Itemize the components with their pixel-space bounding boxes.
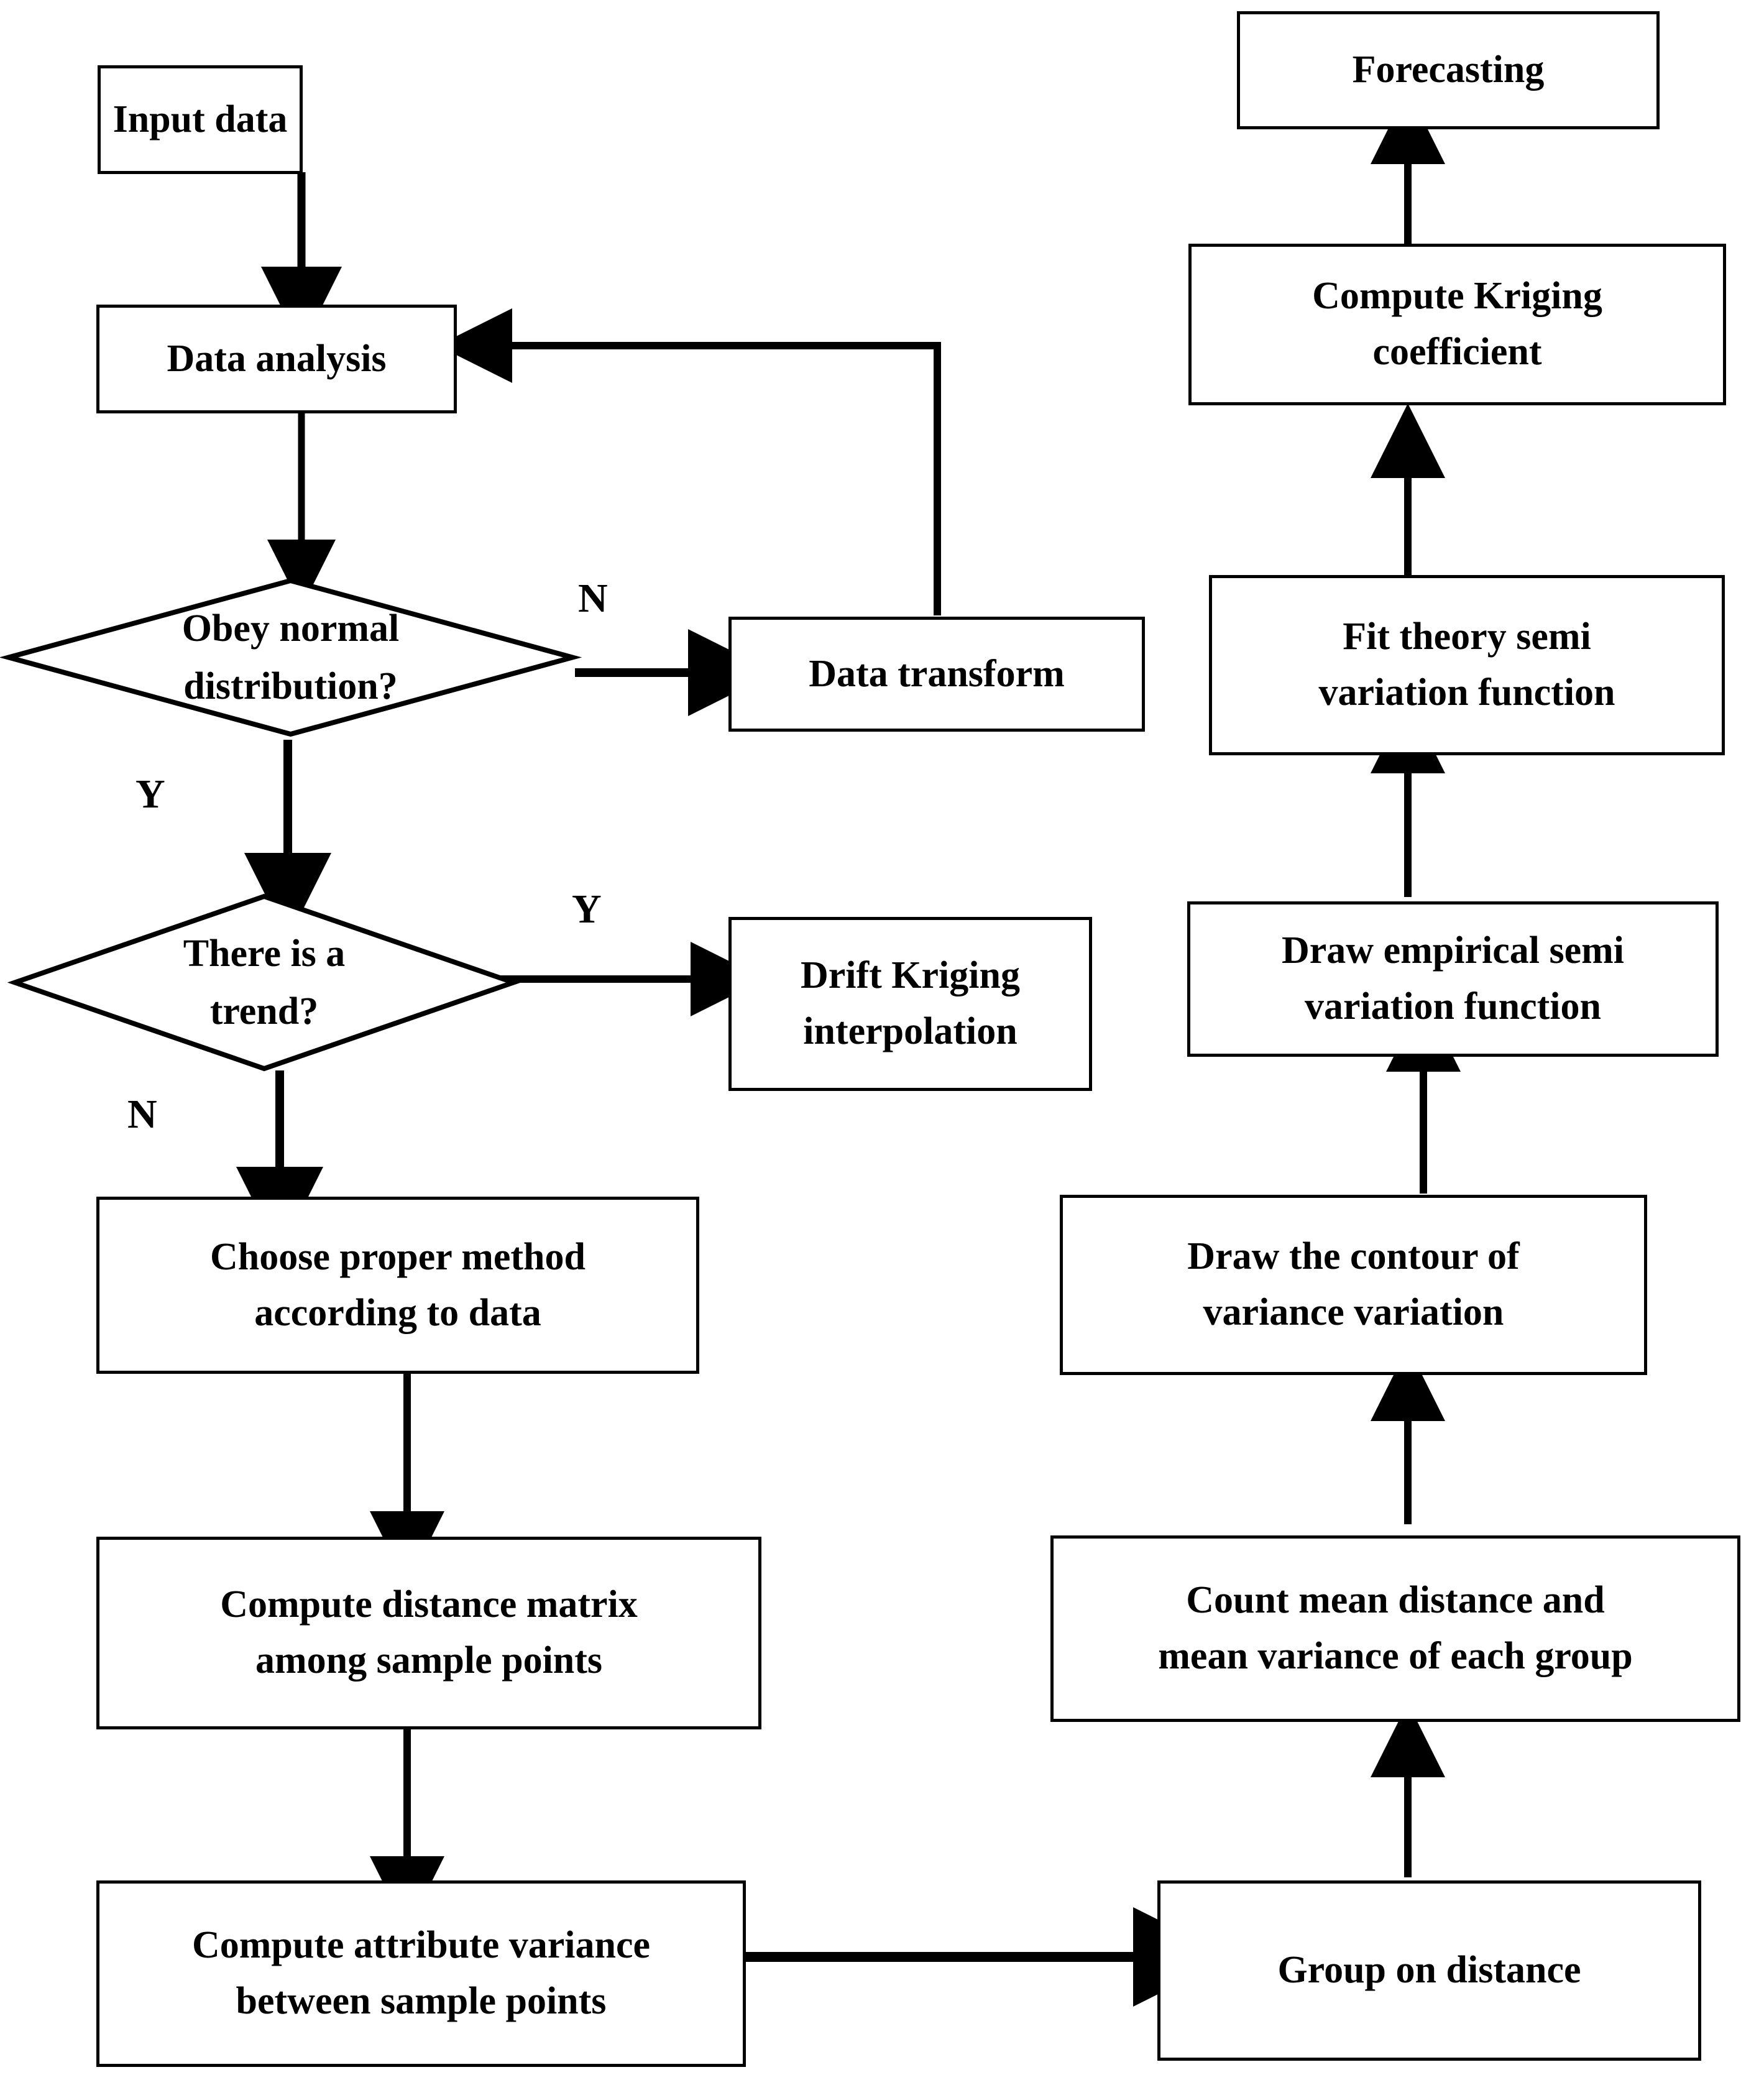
edge-label-trend-yes: Y bbox=[572, 886, 602, 933]
node-draw-contour-variance[interactable]: Draw the contour of variance variation bbox=[1060, 1195, 1647, 1375]
node-label-line1: Draw empirical semi bbox=[1282, 929, 1624, 972]
node-label-line1: Compute attribute variance bbox=[192, 1924, 650, 1967]
node-label-line1: Drift Kriging bbox=[801, 954, 1020, 997]
node-label-line2: variation function bbox=[1304, 985, 1602, 1028]
node-there-is-a-trend[interactable]: There is a trend? bbox=[7, 893, 521, 1072]
edge-label-text: Y bbox=[136, 771, 165, 817]
node-label-line2: mean variance of each group bbox=[1158, 1635, 1633, 1677]
node-compute-distance-matrix[interactable]: Compute distance matrix among sample poi… bbox=[96, 1537, 761, 1729]
node-label: Input data bbox=[113, 98, 288, 140]
node-label-line2: interpolation bbox=[803, 1010, 1018, 1052]
node-label-line2: between sample points bbox=[236, 1980, 607, 2022]
node-draw-empirical-semi[interactable]: Draw empirical semi variation function bbox=[1187, 901, 1719, 1057]
node-group-on-distance[interactable]: Group on distance bbox=[1157, 1880, 1701, 2061]
node-input-data[interactable]: Input data bbox=[98, 65, 303, 174]
edge-label-text: N bbox=[578, 576, 608, 621]
node-label-line2: variance variation bbox=[1203, 1291, 1504, 1333]
node-choose-proper-method[interactable]: Choose proper method according to data bbox=[96, 1197, 699, 1374]
node-label: Data transform bbox=[809, 652, 1065, 695]
node-label-line2: coefficient bbox=[1372, 331, 1542, 373]
diamond-shape bbox=[0, 578, 582, 737]
node-label-group: Draw empirical semi variation function bbox=[1282, 923, 1624, 1035]
node-label-line1: Choose proper method bbox=[210, 1235, 586, 1278]
node-compute-attribute-variance[interactable]: Compute attribute variance between sampl… bbox=[96, 1880, 746, 2067]
node-label-group: Choose proper method according to data bbox=[210, 1230, 586, 1341]
node-label-line1: Compute Kriging bbox=[1312, 275, 1602, 318]
node-label: Data analysis bbox=[167, 337, 387, 380]
node-label-line1: Fit theory semi bbox=[1343, 615, 1591, 658]
node-forecasting[interactable]: Forecasting bbox=[1237, 11, 1660, 129]
node-label-group: Fit theory semi variation function bbox=[1318, 609, 1615, 721]
node-label-line1: Draw the contour of bbox=[1187, 1235, 1520, 1278]
node-compute-kriging-coefficient[interactable]: Compute Kriging coefficient bbox=[1188, 244, 1726, 405]
node-label-line1: Compute distance matrix bbox=[220, 1583, 638, 1626]
node-label-group: Compute Kriging coefficient bbox=[1312, 269, 1602, 380]
node-label-group: Count mean distance and mean variance of… bbox=[1158, 1573, 1632, 1685]
node-fit-theory-semi[interactable]: Fit theory semi variation function bbox=[1209, 575, 1725, 755]
node-label-group: Draw the contour of variance variation bbox=[1187, 1229, 1519, 1341]
edge-label-text: Y bbox=[572, 886, 602, 932]
node-label-line2: variation function bbox=[1318, 671, 1615, 714]
node-label-line2: according to data bbox=[254, 1291, 541, 1334]
node-data-transform[interactable]: Data transform bbox=[728, 617, 1145, 732]
node-data-analysis[interactable]: Data analysis bbox=[96, 305, 457, 413]
edge-label-normal-yes: Y bbox=[136, 771, 165, 818]
edge-transform-feedback-to-analysis bbox=[438, 308, 941, 615]
node-label-group: Drift Kriging interpolation bbox=[801, 948, 1020, 1060]
node-label: Group on distance bbox=[1277, 1949, 1581, 1992]
node-label-line1: Count mean distance and bbox=[1186, 1579, 1605, 1622]
node-label-group: Compute distance matrix among sample poi… bbox=[220, 1577, 638, 1689]
node-label-line2: among sample points bbox=[255, 1639, 603, 1682]
node-label: Forecasting bbox=[1352, 48, 1545, 91]
edge-label-text: N bbox=[127, 1092, 157, 1137]
diamond-shape bbox=[7, 893, 521, 1072]
node-label-group: Compute attribute variance between sampl… bbox=[192, 1918, 650, 2030]
edge-label-normal-no: N bbox=[578, 575, 608, 622]
node-drift-kriging-interpolation[interactable]: Drift Kriging interpolation bbox=[728, 917, 1092, 1091]
node-obey-normal-distribution[interactable]: Obey normal distribution? bbox=[0, 578, 582, 737]
edge-label-trend-no: N bbox=[127, 1091, 157, 1138]
node-count-mean-distance[interactable]: Count mean distance and mean variance of… bbox=[1050, 1535, 1740, 1722]
